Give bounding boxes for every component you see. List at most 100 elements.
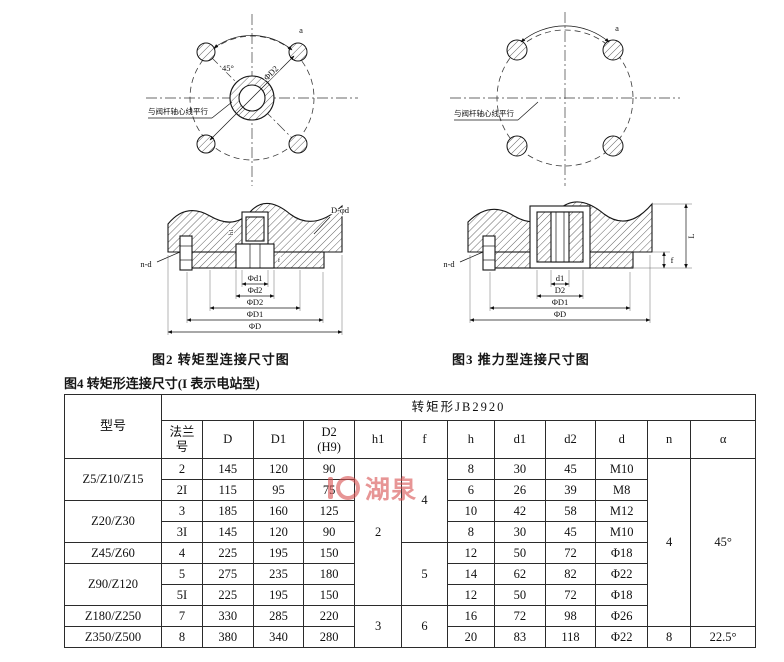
value-cell: 30 (494, 521, 546, 543)
value-cell: 22.5° (690, 626, 756, 648)
value-cell: 4 (161, 542, 203, 564)
arc-dim-label: a (615, 23, 619, 33)
col-header-flange-no: 法兰 号 (161, 420, 203, 459)
value-cell: 72 (544, 542, 597, 564)
value-cell: 10 (446, 500, 496, 522)
stem-bore (550, 211, 570, 263)
bolt-hole (602, 135, 624, 157)
arc-dimension (213, 35, 293, 51)
value-cell: 12 (446, 584, 496, 606)
model-cell: Z180/Z250 (64, 605, 162, 627)
value-cell: M12 (595, 500, 649, 522)
value-cell: 62 (494, 563, 546, 585)
arc-dimension (520, 25, 610, 43)
value-cell: 120 (252, 521, 305, 543)
fig3-cross-section: n-d f L d1 D2 ΦD1 (442, 201, 697, 323)
value-cell: 12 (446, 542, 496, 564)
arc-dim-label: a (299, 25, 303, 35)
col-header-alpha: α (690, 420, 756, 459)
value-cell: 45° (690, 458, 756, 627)
value-cell: 42 (494, 500, 546, 522)
value-cell: 5 (161, 563, 203, 585)
note-leader (517, 101, 539, 121)
dim-label: Φd1 (248, 273, 263, 283)
n-d-callout: n-d (443, 259, 455, 269)
dim-label: ΦD1 (247, 309, 264, 319)
f-label: f (278, 257, 281, 264)
value-cell: 16 (446, 605, 496, 627)
value-cell: 330 (201, 605, 254, 627)
value-cell: 380 (201, 626, 254, 648)
connection-bolt (179, 235, 193, 271)
model-cell: Z350/Z500 (64, 626, 162, 648)
value-cell: 7 (161, 605, 203, 627)
value-cell: 5 (401, 542, 448, 606)
value-cell: M10 (595, 458, 649, 480)
value-cell: 6 (401, 605, 448, 648)
value-cell: 3I (161, 521, 203, 543)
col-header-n: n (647, 420, 692, 459)
value-cell: 3 (161, 500, 203, 522)
value-cell: 220 (303, 605, 355, 627)
value-cell: 4 (401, 458, 448, 543)
spec-table-head: 型号 转矩形JB2920 法兰 号 D D1 D2 (H9) h1 f h d1… (64, 394, 756, 459)
counterbore (235, 243, 275, 269)
value-cell: 6 (446, 479, 496, 501)
value-cell: 195 (252, 584, 305, 606)
model-cell: Z20/Z30 (64, 500, 162, 543)
value-cell: Φ18 (595, 542, 649, 564)
bolt-hole (506, 135, 528, 157)
dim-label: ΦD (249, 321, 261, 331)
dim-label: ΦD1 (552, 297, 569, 307)
value-cell: 145 (201, 521, 254, 543)
value-cell: 3 (353, 605, 403, 648)
fig3-caption: 图3 推力型连接尺寸图 (452, 352, 590, 367)
value-cell: 8 (446, 458, 496, 480)
col-header-f: f (401, 420, 448, 459)
value-cell: 72 (544, 584, 597, 606)
value-cell: 14 (446, 563, 496, 585)
col-header-d: d (595, 420, 649, 459)
value-cell: Φ26 (595, 605, 649, 627)
col-header-h: h (446, 420, 496, 459)
col-header-model: 型号 (64, 394, 162, 459)
callout-leader (156, 251, 181, 263)
col-header-D2: D2 (H9) (303, 420, 355, 459)
h1-label: h1 (228, 229, 235, 236)
value-cell: 118 (544, 626, 597, 648)
col-header-d2: d2 (544, 420, 597, 459)
value-cell: 90 (303, 458, 355, 480)
value-cell: 115 (201, 479, 254, 501)
model-cell: Z45/Z60 (64, 542, 162, 564)
fig3-bolt-pattern-diagram: a 与阀杆轴心线平行 (450, 12, 680, 186)
fig4-table-title: 图4 转矩形连接尺寸(I 表示电站型) (64, 376, 260, 391)
bolt-circle (496, 29, 634, 167)
dim-label: Φd2 (248, 285, 263, 295)
bolt-hole (288, 134, 308, 154)
f-dim-label: f (671, 255, 674, 265)
table-group-header: 转矩形JB2920 (161, 394, 756, 421)
value-cell: M8 (595, 479, 649, 501)
value-cell: 160 (252, 500, 305, 522)
value-cell: 280 (303, 626, 355, 648)
model-cell: Z90/Z120 (64, 563, 162, 606)
dim-label: ΦD (554, 309, 566, 319)
value-cell: 150 (303, 542, 355, 564)
value-cell: 285 (252, 605, 305, 627)
value-cell: 195 (252, 542, 305, 564)
model-cell: Z5/Z10/Z15 (64, 458, 162, 501)
value-cell: 4 (647, 458, 692, 627)
fig2-caption: 图2 转矩型连接尺寸图 (152, 352, 290, 367)
header-row-columns: 法兰 号 D D1 D2 (H9) h1 f h d1 d2 d n α (65, 420, 756, 459)
value-cell: Φ18 (595, 584, 649, 606)
bolt-hole (506, 39, 528, 61)
note-leader (211, 101, 233, 119)
fig2-cross-section: n-d D-φd h1 f Φd1 Φd2 ΦD2 ΦD (139, 202, 351, 335)
dim-label: D2 (555, 285, 565, 295)
value-cell: Φ22 (595, 563, 649, 585)
parallel-note: 与阀杆轴心线平行 (454, 108, 514, 118)
